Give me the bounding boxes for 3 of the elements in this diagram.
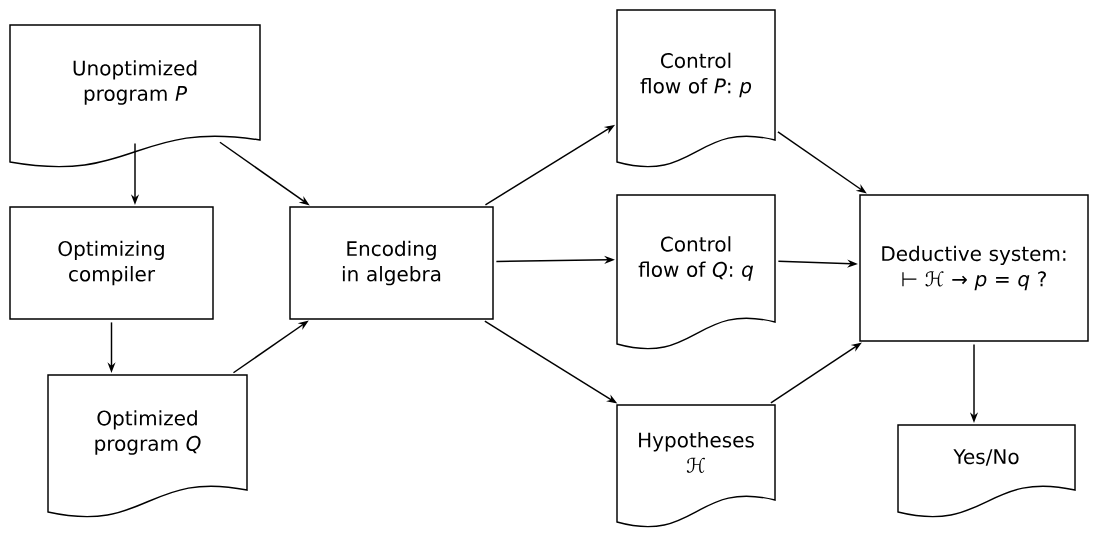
process-box: Optimizing compiler [9, 206, 214, 320]
process-box: Encoding in algebra [289, 206, 494, 320]
process-box: Deductive system: ⊢ ℋ → p = q ? [859, 194, 1089, 342]
